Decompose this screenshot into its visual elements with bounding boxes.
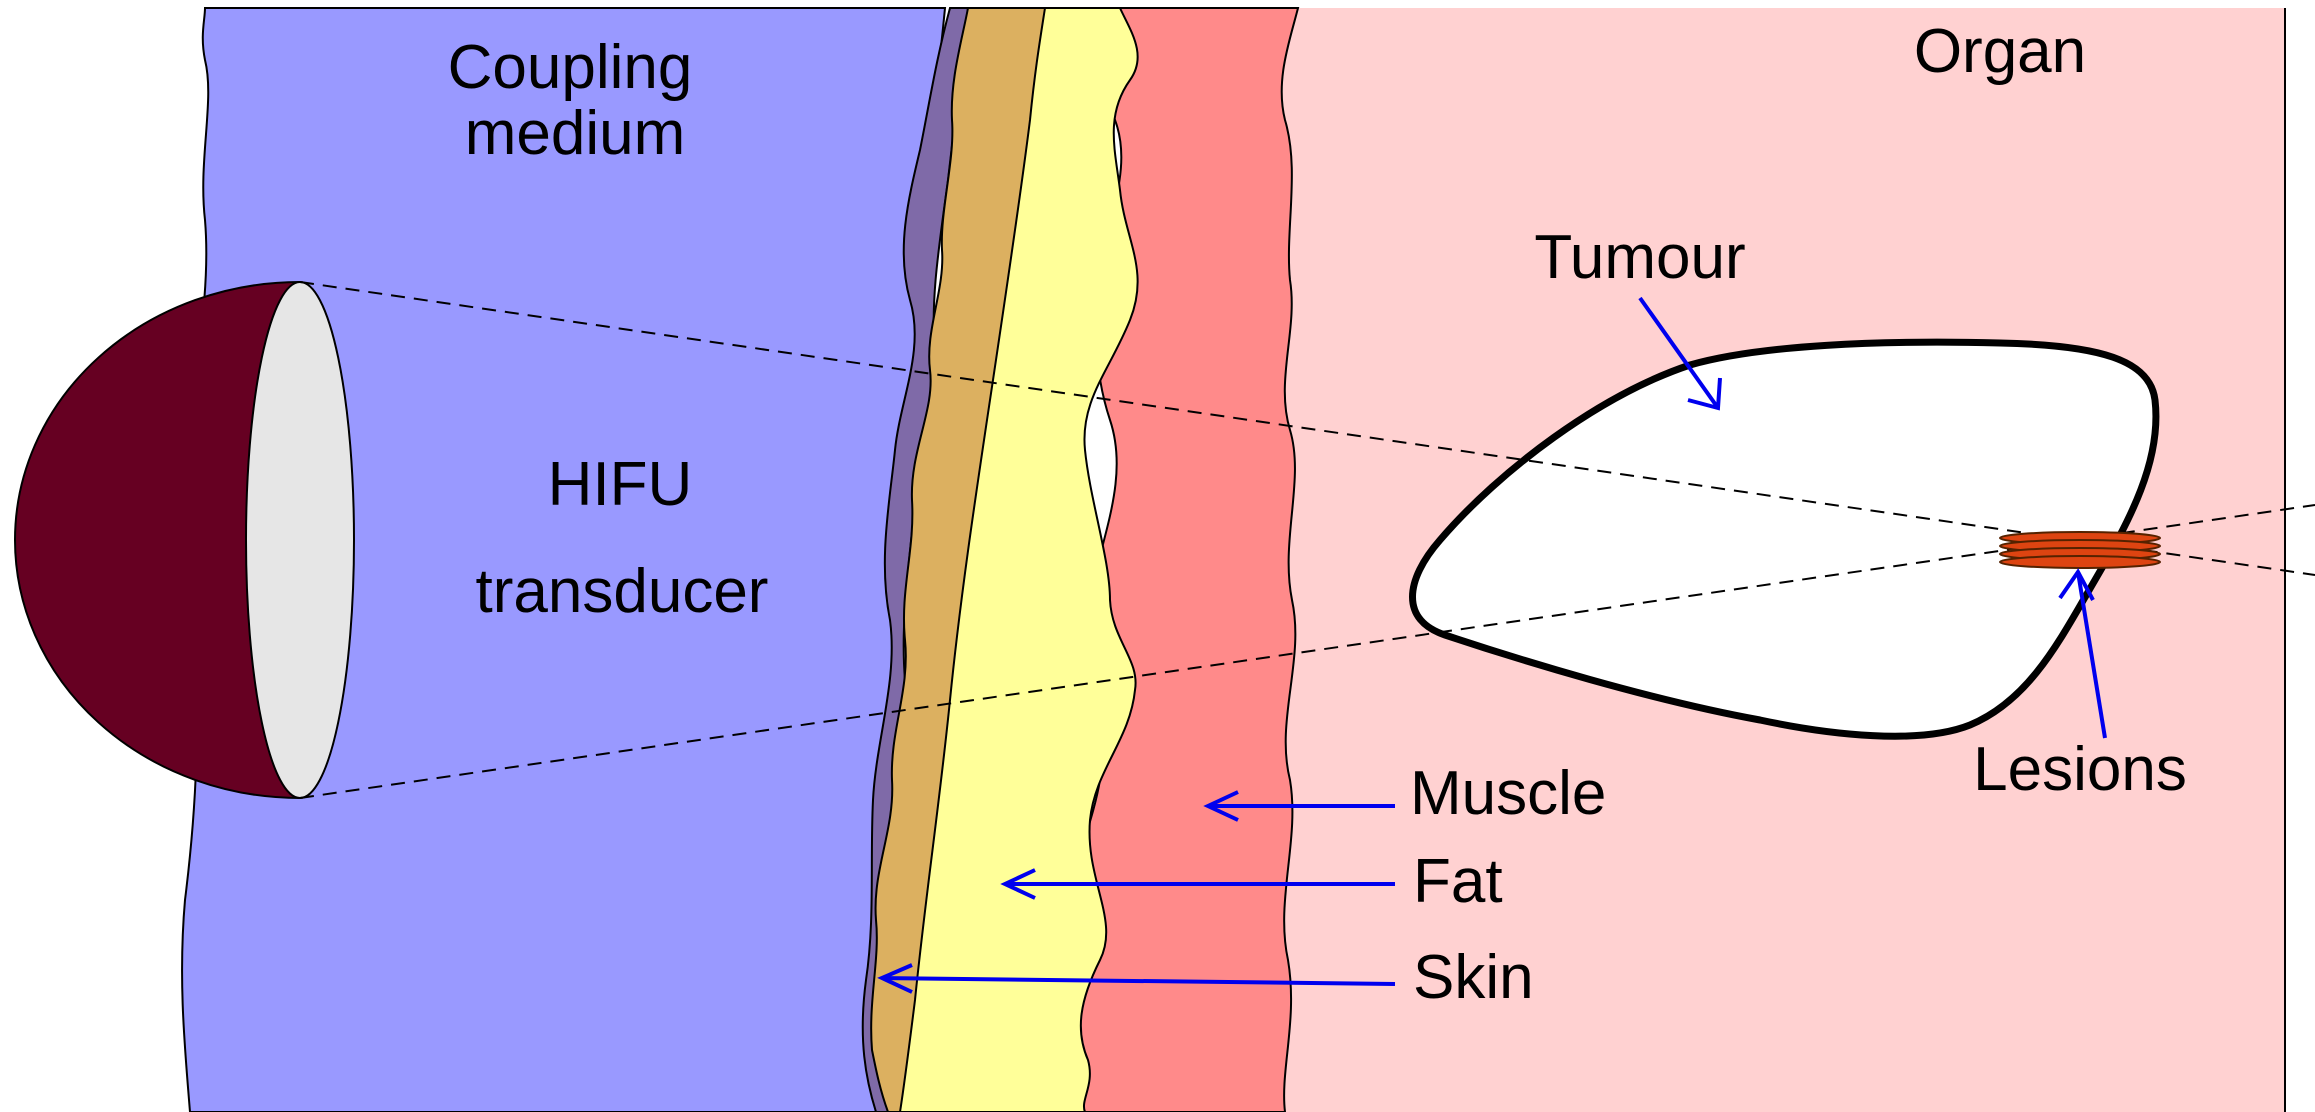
label-tumour: Tumour xyxy=(1534,223,1745,292)
transducer-face xyxy=(246,282,354,798)
label-transducer: transducer xyxy=(476,557,769,626)
label-muscle: Muscle xyxy=(1410,759,1606,828)
label-skin: Skin xyxy=(1413,943,1534,1012)
label-lesions: Lesions xyxy=(1973,735,2187,804)
label-hifu: HIFU xyxy=(548,450,693,519)
label-fat: Fat xyxy=(1413,847,1503,916)
lesions-stack xyxy=(2000,532,2160,568)
label-organ: Organ xyxy=(1914,17,2086,86)
label-coupling-line2: medium xyxy=(465,99,686,168)
label-coupling-line1: Coupling xyxy=(448,33,693,102)
